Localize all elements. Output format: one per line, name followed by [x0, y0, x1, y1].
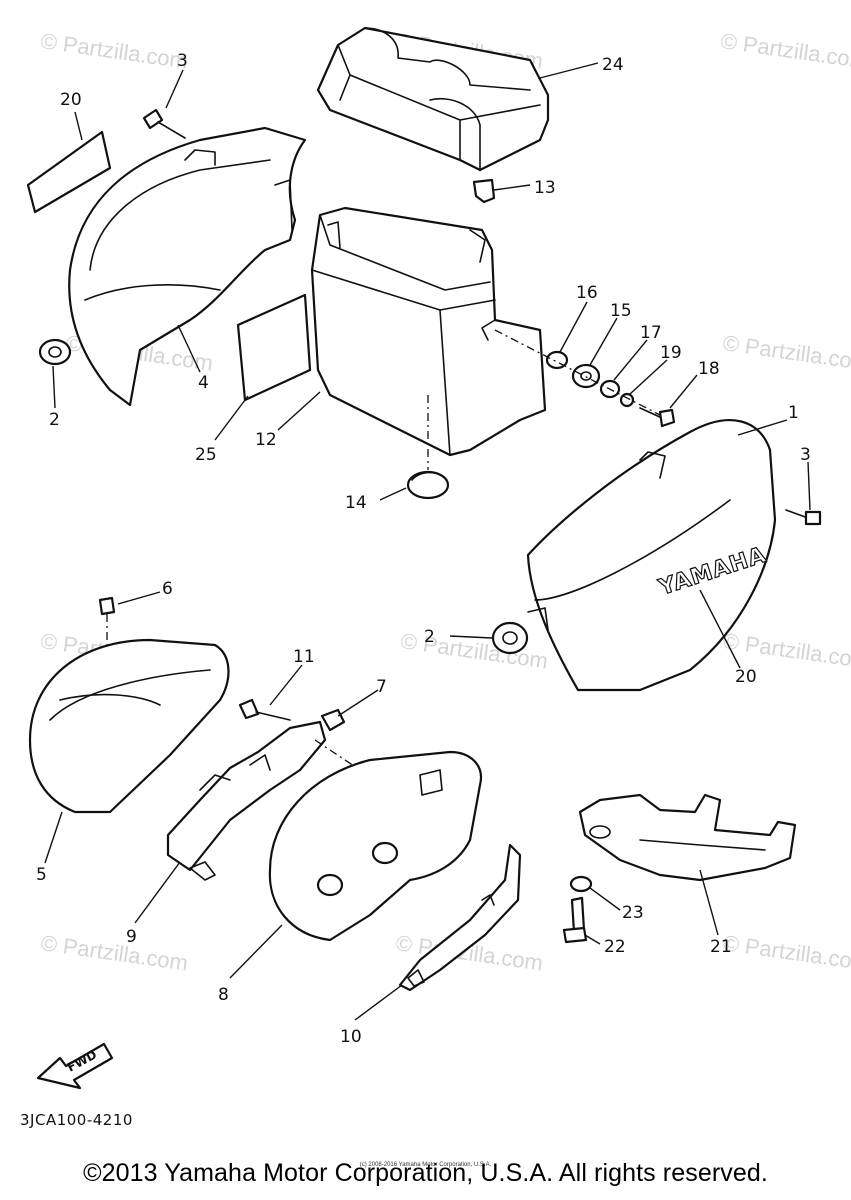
- part-3-bolt-right: [785, 509, 822, 526]
- part-14-grommet: [406, 470, 450, 500]
- callout: 25: [195, 445, 217, 465]
- watermark: © Partzilla.com: [39, 930, 189, 975]
- callout: 2: [424, 627, 435, 647]
- part-2-grommet-upper: [38, 338, 72, 366]
- callout: 6: [162, 579, 173, 599]
- callout: 12: [255, 430, 277, 450]
- callout: 24: [602, 55, 624, 75]
- part-12-battery-box: [310, 206, 547, 457]
- callout: 21: [710, 937, 732, 957]
- copyright-text: ©2013 Yamaha Motor Corporation, U.S.A. A…: [83, 1159, 768, 1187]
- callout: 8: [218, 985, 229, 1005]
- watermark: © Partzilla.com: [719, 28, 851, 73]
- callout: 4: [198, 373, 209, 393]
- part-11-bolt: [238, 698, 291, 721]
- part-10-bracket: [398, 843, 522, 992]
- callout: 19: [660, 343, 682, 363]
- part-23-washer: [569, 875, 593, 893]
- part-8-case: [268, 750, 483, 942]
- part-15-damper: [571, 363, 601, 389]
- part-9-bracket: [166, 720, 327, 881]
- part-4-side-cover-inner: [68, 126, 307, 407]
- part-18-bolt: [639, 407, 676, 428]
- callout: 16: [576, 283, 598, 303]
- small-credit: (c) 2008-2016 Yamaha Motor Corporation, …: [359, 1162, 492, 1168]
- callout: 10: [340, 1027, 362, 1047]
- callout: 17: [640, 323, 662, 343]
- part-21-tray: [578, 793, 797, 882]
- part-2-grommet-right: [491, 607, 549, 655]
- part-20-decal-upper: [26, 130, 112, 214]
- callout: 23: [622, 903, 644, 923]
- part-13-clip: [472, 178, 496, 204]
- callout: 9: [126, 927, 137, 947]
- part-3-bolt-upper: [142, 108, 186, 139]
- callout: 20: [60, 90, 82, 110]
- part-7-clip: [320, 708, 346, 732]
- callout: 5: [36, 865, 47, 885]
- callout: 1: [788, 403, 799, 423]
- callout: 3: [177, 51, 188, 71]
- callout: 3: [800, 445, 811, 465]
- alignment-line: [494, 329, 661, 416]
- watermark: © Partzilla.com: [721, 930, 851, 975]
- part-24-battery-cushion: [316, 26, 550, 172]
- part-25-decal: [236, 293, 312, 402]
- callout: 15: [610, 301, 632, 321]
- callouts: 24 3 20 13 12 25 4 2 16 15 17 19 18 1 3 …: [36, 51, 811, 1047]
- callout: 13: [534, 178, 556, 198]
- fwd-arrow-icon: FWD: [36, 1042, 114, 1090]
- callout: 18: [698, 359, 720, 379]
- part-5-cover: [28, 638, 230, 814]
- part-1-side-cover: [526, 419, 777, 692]
- part-22-bolt: [562, 896, 588, 944]
- callout: 14: [345, 493, 367, 513]
- watermark: © Partzilla.com: [721, 330, 851, 375]
- callout: 2: [49, 410, 60, 430]
- part-19-washer: [619, 392, 635, 408]
- callout: 22: [604, 937, 626, 957]
- diagram-code: 3JCA100-4210: [20, 1111, 133, 1129]
- watermark: © Partzilla.com: [39, 28, 189, 73]
- callout: 7: [376, 677, 387, 697]
- leader-lines: [44, 62, 811, 1021]
- callout: 11: [293, 647, 315, 667]
- callout: 20: [735, 667, 757, 687]
